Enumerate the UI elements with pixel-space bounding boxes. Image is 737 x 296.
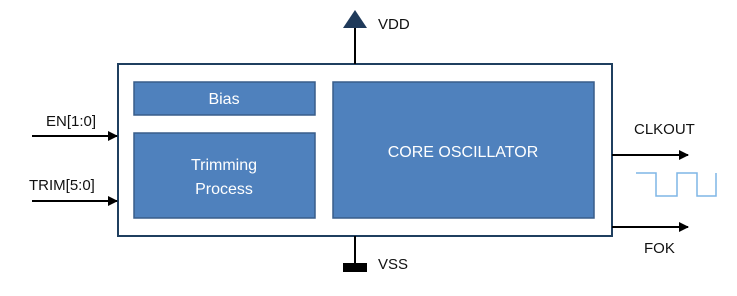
trimming-block: Trimming Process [133,132,316,219]
input-en-label: EN[1:0] [46,113,96,130]
vdd-supply: VDD [343,10,410,64]
output-fok: FOK [612,222,689,257]
input-trim-label: TRIM[5:0] [29,177,95,194]
output-clkout-label: CLKOUT [634,121,695,138]
input-trim: TRIM[5:0] [29,177,118,206]
bias-block: Bias [133,81,316,116]
vss-label: VSS [378,256,408,273]
vss-ground-icon [343,263,367,272]
output-fok-label: FOK [644,240,675,257]
trimming-label-line2: Process [195,181,253,198]
core-oscillator-block: CORE OSCILLATOR [332,81,595,219]
input-en: EN[1:0] [32,113,118,141]
vdd-label: VDD [378,16,410,33]
trimming-label-line1: Trimming [191,157,257,174]
vdd-arrow-icon [343,10,367,28]
bias-label: Bias [208,91,239,108]
core-oscillator-label: CORE OSCILLATOR [388,144,539,161]
output-clkout: CLKOUT [612,121,695,160]
square-wave-icon [636,172,717,197]
vss-supply: VSS [343,236,408,273]
